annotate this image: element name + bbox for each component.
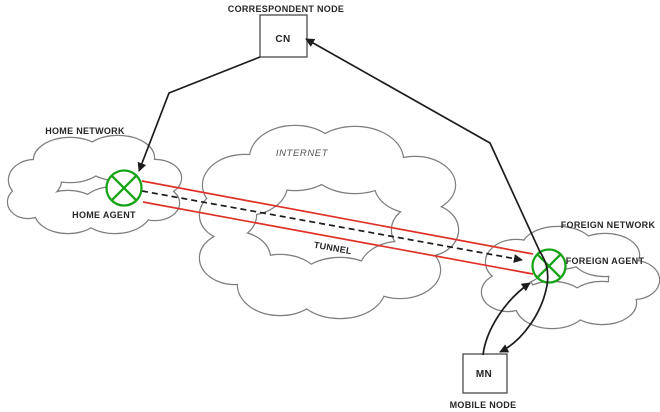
cn-box-label: CN bbox=[275, 34, 290, 45]
foreign-agent-label: FOREIGN AGENT bbox=[566, 256, 645, 266]
arrow-cn-foreign-agent-mobile-node bbox=[305, 38, 549, 353]
foreign-agent-router-icon bbox=[531, 248, 567, 284]
internet-cloud bbox=[198, 124, 460, 320]
foreign-agent-x-stroke-2 bbox=[536, 253, 562, 279]
home-agent-x-stroke-2 bbox=[110, 174, 138, 202]
internet-label: INTERNET bbox=[276, 148, 329, 159]
arrow-cn-to-home-agent bbox=[137, 56, 261, 172]
home-agent-label: HOME AGENT bbox=[72, 210, 136, 220]
foreign-network-label: FOREIGN NETWORK bbox=[561, 220, 656, 230]
connection-arrows bbox=[137, 38, 549, 356]
home-agent-router-icon bbox=[105, 169, 143, 207]
mn-box-label: MN bbox=[476, 369, 492, 380]
correspondent-node-box bbox=[259, 14, 308, 58]
arrow-mobile-node-to-foreign-agent bbox=[482, 282, 531, 356]
foreign-network-cloud bbox=[480, 225, 660, 330]
mobile-node-label: MOBILE NODE bbox=[450, 400, 517, 410]
home-network-label: HOME NETWORK bbox=[45, 126, 125, 136]
tunnel-label: TUNNEL bbox=[313, 240, 353, 257]
correspondent-node-label: CORRESPONDENT NODE bbox=[228, 4, 344, 14]
mobile-node-box bbox=[462, 353, 508, 394]
